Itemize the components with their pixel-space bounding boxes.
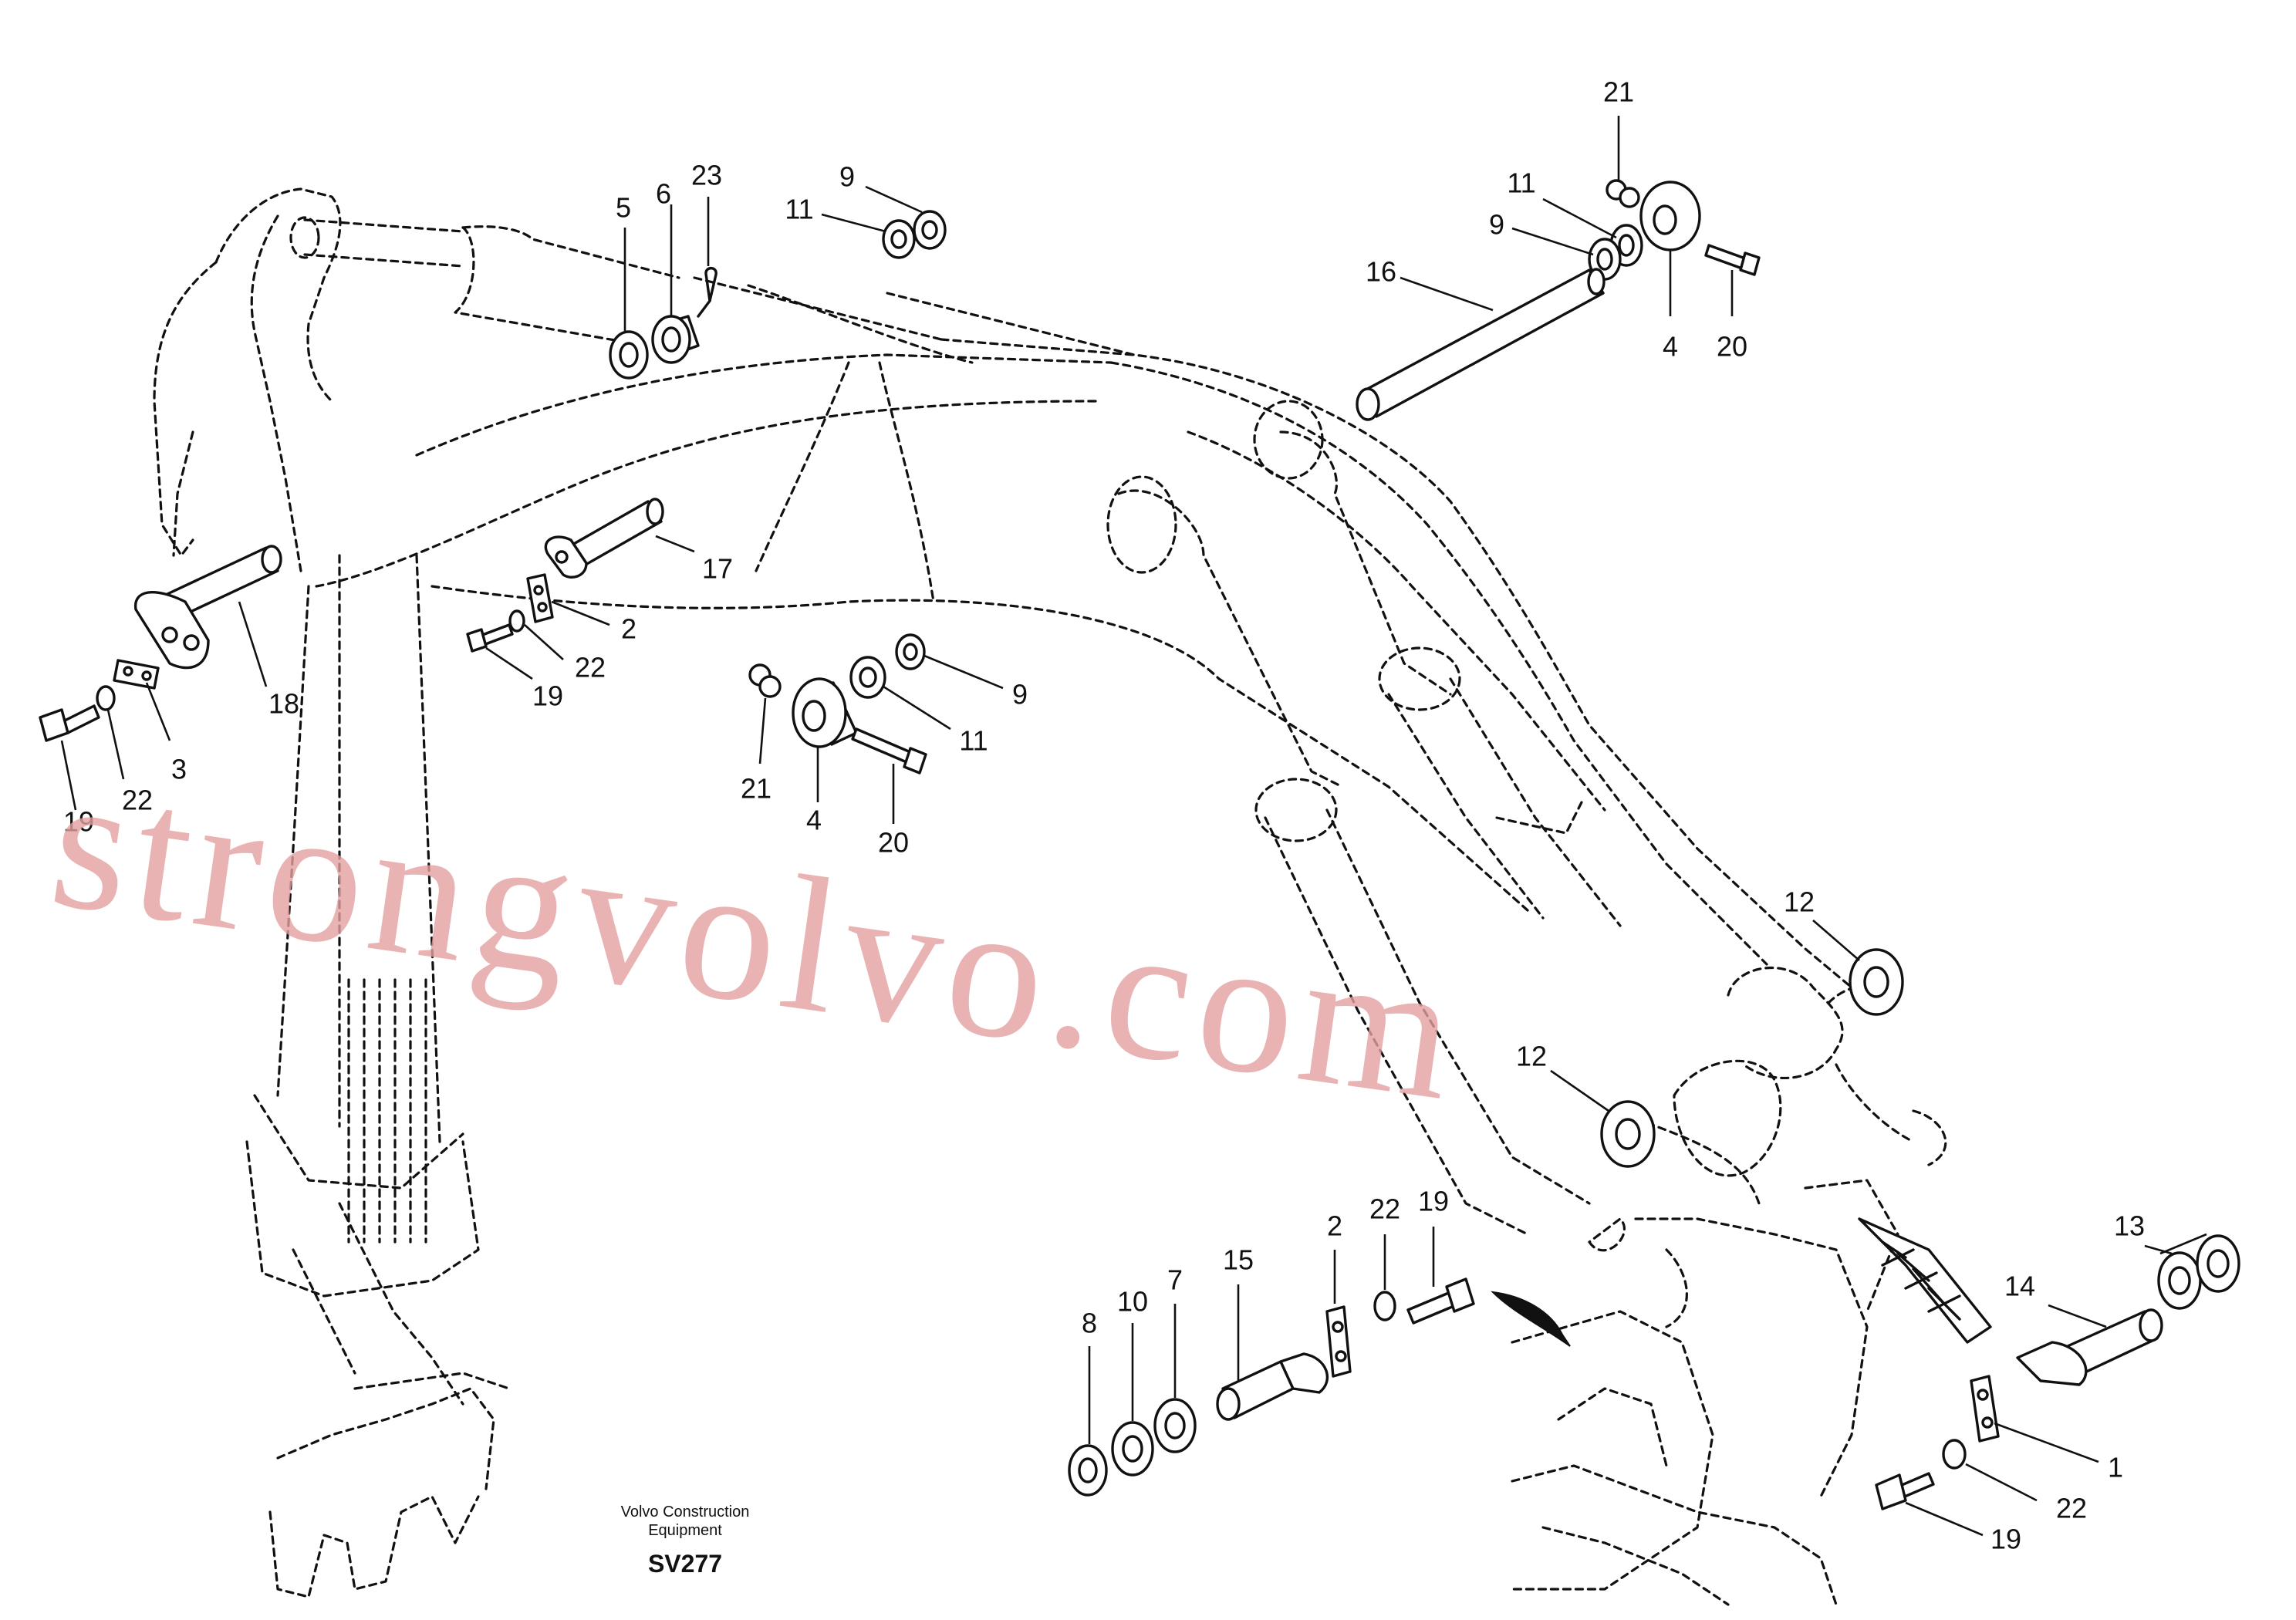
callout-19: 19 xyxy=(1990,1524,2021,1555)
washer-12-left xyxy=(1600,1100,1656,1168)
pin-17 xyxy=(544,498,664,579)
pin-18 xyxy=(134,545,282,670)
washer-12-right xyxy=(1849,948,1904,1016)
bushing-6 xyxy=(651,315,700,364)
callout-16: 16 xyxy=(1366,256,1396,288)
callout-22: 22 xyxy=(2056,1493,2087,1524)
parts xyxy=(39,179,2240,1510)
clip-23 xyxy=(697,266,718,318)
bolt-19-left xyxy=(39,704,100,742)
washer-22-upper xyxy=(508,609,525,633)
callout-11: 11 xyxy=(1507,167,1535,199)
callout-5: 5 xyxy=(616,192,631,224)
washer-7-bottom xyxy=(1153,1398,1197,1453)
collar-4-mid xyxy=(792,677,858,748)
callout-21: 21 xyxy=(741,773,772,805)
drawing-caption: Volvo Construction Equipment SV277 xyxy=(621,1504,750,1578)
pin-16 xyxy=(1356,268,1606,421)
callout-21: 21 xyxy=(1603,76,1634,108)
washer-22-right xyxy=(1942,1439,1967,1470)
callout-9: 9 xyxy=(839,161,855,193)
callout-4: 4 xyxy=(806,805,822,836)
callout-10: 10 xyxy=(1117,1286,1148,1318)
bolt-19-right xyxy=(1875,1472,1935,1510)
drawing-code: SV277 xyxy=(648,1550,722,1578)
bushing-5 xyxy=(609,330,649,380)
callout-19: 19 xyxy=(63,806,94,838)
hatched-strip xyxy=(1858,1217,1992,1344)
machine-context-outline xyxy=(153,187,1947,1606)
plate-2-upper xyxy=(526,573,554,623)
washer-8-bottom xyxy=(1068,1444,1108,1497)
publisher-line1: Volvo Construction xyxy=(621,1504,750,1520)
bolt-20-top xyxy=(1704,244,1761,276)
nut-21-mid xyxy=(748,663,782,698)
nut-21-top xyxy=(1606,179,1640,208)
callout-15: 15 xyxy=(1223,1244,1254,1276)
callout-2: 2 xyxy=(621,613,636,645)
callout-4: 4 xyxy=(1663,331,1678,363)
publisher-line2: Equipment xyxy=(648,1522,722,1539)
washer-11-upper xyxy=(882,219,916,259)
callout-12: 12 xyxy=(1784,886,1815,918)
callout-20: 20 xyxy=(878,827,909,859)
washer-11-mid xyxy=(849,656,886,699)
dark-wedge xyxy=(1491,1291,1571,1347)
washer-13-b xyxy=(2196,1234,2240,1293)
callout-11: 11 xyxy=(959,725,988,757)
bolt-19-bottom xyxy=(1406,1277,1475,1325)
callout-numbers: 21 11 9 16 4 20 9 11 5 6 23 17 2 22 19 1… xyxy=(63,76,2145,1555)
washer-10-bottom xyxy=(1111,1421,1154,1477)
pin-15 xyxy=(1216,1352,1329,1421)
callout-2: 2 xyxy=(1327,1210,1342,1242)
callout-9: 9 xyxy=(1489,209,1504,241)
callout-7: 7 xyxy=(1167,1264,1183,1296)
pin-14 xyxy=(2016,1308,2163,1386)
bolt-19-upper xyxy=(466,623,514,653)
washer-13-a xyxy=(2157,1251,2202,1310)
callout-18: 18 xyxy=(268,688,299,720)
callout-19: 19 xyxy=(1418,1186,1449,1217)
callout-22: 22 xyxy=(122,785,153,816)
callout-17: 17 xyxy=(702,553,733,585)
collar-4-top xyxy=(1639,181,1701,251)
leader-lines xyxy=(60,116,2207,1537)
plate-1 xyxy=(1970,1375,2000,1443)
callout-8: 8 xyxy=(1082,1308,1097,1339)
bolt-20-mid xyxy=(851,727,927,775)
callout-14: 14 xyxy=(2004,1271,2035,1302)
callout-23: 23 xyxy=(691,160,722,191)
callout-22: 22 xyxy=(575,652,606,683)
washer-9-mid xyxy=(895,633,926,670)
callout-13: 13 xyxy=(2114,1210,2145,1242)
callout-11: 11 xyxy=(785,194,813,225)
callout-1: 1 xyxy=(2108,1452,2123,1483)
callout-12: 12 xyxy=(1516,1041,1547,1072)
washer-9-upper xyxy=(913,210,947,250)
ribbed-plate xyxy=(347,978,427,1244)
callout-6: 6 xyxy=(656,178,671,210)
washer-22-bottom xyxy=(1373,1291,1396,1321)
callout-3: 3 xyxy=(171,754,187,785)
callout-19: 19 xyxy=(532,680,563,712)
callout-20: 20 xyxy=(1717,331,1747,363)
callout-9: 9 xyxy=(1012,679,1028,710)
washer-22-left xyxy=(96,685,116,711)
plate-3 xyxy=(113,659,160,690)
callout-22: 22 xyxy=(1369,1193,1400,1225)
plate-2-bottom xyxy=(1325,1305,1352,1378)
